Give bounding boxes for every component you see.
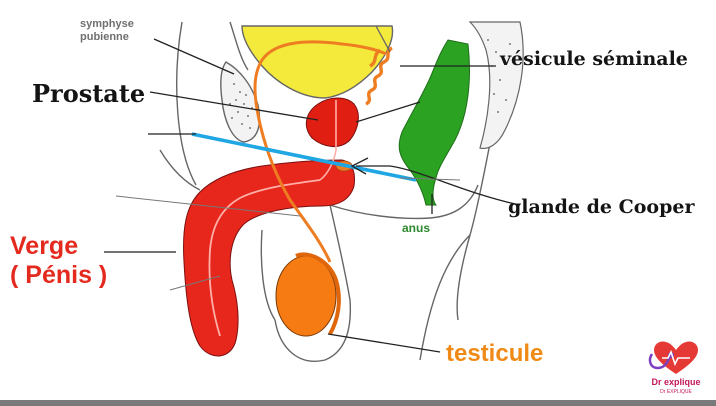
symphyse-label-line2: pubienne <box>80 31 129 43</box>
prostate <box>305 97 359 147</box>
sacrum <box>468 21 524 150</box>
bottom-bar <box>0 400 716 406</box>
leader-lines <box>104 38 521 353</box>
logo-tagline: Dr EXPLIQUE <box>660 389 692 395</box>
symphyse-pubienne <box>220 61 261 143</box>
ureter <box>375 25 391 53</box>
vessie <box>241 25 394 99</box>
prostate-label: Prostate <box>32 79 146 108</box>
heart-stethoscope-icon <box>648 341 698 374</box>
symphyse-label-line1: symphyse <box>80 18 134 30</box>
dr-explique-logo: Dr explique Dr EXPLIQUE <box>638 340 714 402</box>
testicule-label: testicule <box>446 340 544 367</box>
logo-name: Dr explique <box>651 377 701 387</box>
verge-label-line1: Verge <box>10 232 79 260</box>
vesicule-seminale-label: vésicule séminale <box>500 48 688 70</box>
plan-de-coupe <box>191 132 417 182</box>
rectum <box>398 39 470 206</box>
epididyme <box>295 252 341 335</box>
verge-label: Verge ( Pénis ) <box>10 234 107 288</box>
verge-label-line2: ( Pénis ) <box>10 261 108 289</box>
symphyse-pubienne-label: symphyse pubienne <box>80 18 134 44</box>
uretre-prostatique <box>319 100 337 181</box>
thin-pointer-lines <box>115 177 461 291</box>
canal-deferent <box>253 40 387 263</box>
uretre <box>208 179 321 337</box>
anus-label: anus <box>402 221 431 235</box>
glande-de-cooper-label: glande de Cooper <box>508 196 695 218</box>
